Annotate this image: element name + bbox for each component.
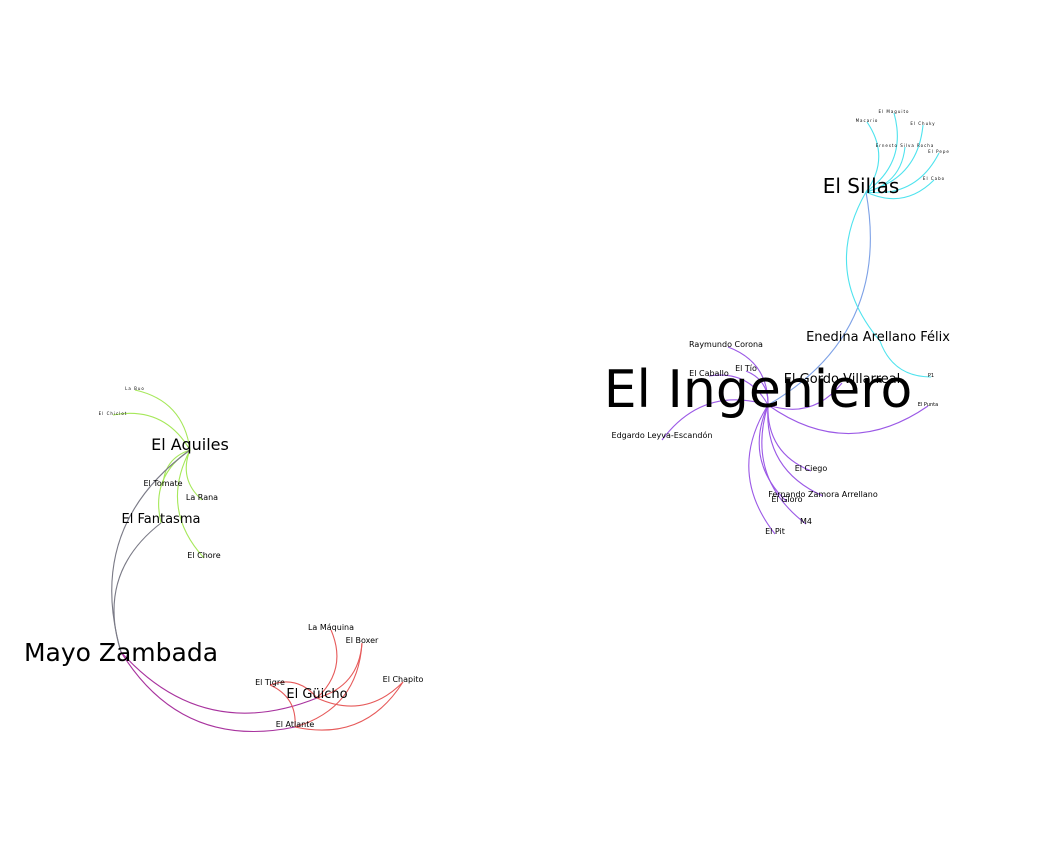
edge-guicho-chapito xyxy=(316,681,404,707)
edge-enedina-p1 xyxy=(879,340,932,378)
node-label-ciego: El Ciego xyxy=(795,464,828,473)
node-label-rana: La Rana xyxy=(186,493,218,502)
node-label-raymundo: Raymundo Corona xyxy=(689,340,763,349)
node-label-labuo: La Buo xyxy=(125,386,145,391)
edge-atlante-tigre xyxy=(269,684,296,728)
edge-sillas-cabo xyxy=(865,179,935,200)
edge-mayo-guicho xyxy=(120,651,318,714)
node-label-chuky: El Chuky xyxy=(910,121,935,126)
node-label-chore: El Chore xyxy=(187,551,220,560)
edge-sillas-pepe xyxy=(865,152,940,194)
node-label-sillas: El Sillas xyxy=(823,174,900,198)
edge-ingeniero-punta xyxy=(767,404,929,435)
node-label-gordo: El Gordo Villarreal xyxy=(784,372,901,387)
edge-ingeniero-fernando xyxy=(767,404,824,497)
edge-fantasma-mayo xyxy=(113,522,162,653)
node-label-pit: El Pit xyxy=(765,527,785,536)
edge-aquiles-tomate xyxy=(162,449,191,487)
edge-ingeniero-gloro xyxy=(758,404,788,503)
node-label-caballo: El Caballo xyxy=(689,369,729,378)
node-label-punta: El Punta xyxy=(918,402,938,408)
node-label-guicho: El Güicho xyxy=(286,687,347,702)
node-label-maquina: La Máquina xyxy=(308,623,354,632)
node-label-enedina: Enedina Arellano Félix xyxy=(806,330,950,345)
edge-sillas-macario xyxy=(865,121,880,193)
node-label-pepe: El Pepe xyxy=(928,149,950,154)
node-label-chiclot: El Chiclot xyxy=(99,411,128,416)
node-label-chapito: El Chapito xyxy=(383,675,424,684)
node-label-tio: El Tío xyxy=(735,364,757,373)
edge-ingeniero-gordo xyxy=(767,382,843,410)
node-label-mayo: Mayo Zambada xyxy=(24,638,218,667)
edge-ingeniero-m4 xyxy=(761,404,807,525)
node-label-maguito: El Maguito xyxy=(878,109,909,114)
edge-ingeniero-tio xyxy=(745,370,769,406)
edge-sillas-maguito xyxy=(865,112,898,193)
node-label-atlante: El Atlante xyxy=(276,720,315,729)
node-label-gloro: El Gloro xyxy=(771,495,802,504)
edge-sillas-enedina xyxy=(845,191,881,342)
node-label-m4: M4 xyxy=(800,517,812,526)
node-label-fernando: Fernando Zamora Arrellano xyxy=(768,490,878,499)
edge-guicho-tigre xyxy=(269,681,318,699)
edge-aquiles-chiclot xyxy=(112,412,191,451)
edge-mayo-atlante xyxy=(120,651,296,733)
edge-aquiles-rana xyxy=(185,449,203,501)
edge-ingeniero-edgardo xyxy=(661,399,769,441)
node-label-boxer: El Boxer xyxy=(346,636,379,645)
edge-ingeniero-sillas xyxy=(767,191,871,406)
node-label-tigre: El Tigre xyxy=(255,678,285,687)
edge-guicho-maquina xyxy=(316,629,338,699)
node-label-ingeniero: El Ingeniero xyxy=(604,360,913,420)
node-label-cabo: El Cabo xyxy=(923,176,945,181)
edge-atlante-chapito xyxy=(294,681,404,731)
edge-sillas-ernesto xyxy=(865,146,906,193)
edge-aquiles-labuo xyxy=(134,389,191,451)
node-label-p1: P1 xyxy=(928,373,934,379)
edge-atlante-boxer xyxy=(294,642,363,728)
edge-ingeniero-caballo xyxy=(708,374,769,406)
node-label-macario: Macario xyxy=(856,118,879,123)
node-label-ernesto: Ernesto Silva Rocha xyxy=(876,143,935,148)
node-label-tomate: El Tomate xyxy=(144,479,183,488)
node-label-aquiles: El Aquiles xyxy=(151,435,229,454)
edge-aquiles-chore xyxy=(176,449,205,559)
graph-edges xyxy=(111,112,940,733)
node-label-edgardo: Edgardo Leyva-Escandón xyxy=(612,430,713,440)
edge-ingeniero-pit xyxy=(748,404,776,535)
node-label-fantasma: El Fantasma xyxy=(122,512,201,527)
